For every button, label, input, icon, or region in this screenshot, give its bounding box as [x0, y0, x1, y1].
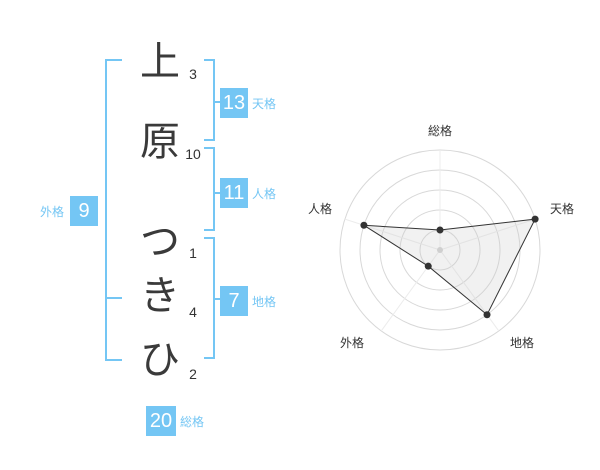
- tenkaku-value: 13: [220, 88, 248, 118]
- chikaku-value: 7: [220, 286, 248, 316]
- chikaku-label: 地格: [252, 294, 277, 309]
- brackets: [105, 59, 220, 361]
- jinkaku-bracket: [204, 147, 215, 231]
- radar-label-chikaku: 地格: [510, 336, 535, 350]
- name-char-2: 原: [140, 119, 180, 165]
- stroke-count-1: 3: [189, 66, 197, 82]
- radar-point-4: [424, 262, 432, 270]
- jinkaku-value: 11: [220, 178, 248, 208]
- radar-polygon: [363, 218, 536, 316]
- name-char-3: つ: [140, 219, 180, 265]
- outer-bracket: [105, 59, 122, 361]
- jinkaku-badge: 11 人格: [220, 178, 276, 208]
- radar-label-jinkaku: 人格: [308, 202, 333, 216]
- radar-series: [344, 150, 539, 332]
- radar-point-3: [483, 311, 491, 319]
- tenkaku-badge: 13 天格: [220, 88, 276, 118]
- stroke-count-5: 2: [189, 366, 197, 382]
- chikaku-badge: 7 地格: [220, 286, 276, 316]
- gaikaku-label: 外格: [40, 204, 65, 219]
- radar-center-dot: [437, 247, 443, 253]
- radar-point-1: [436, 226, 444, 234]
- stroke-count-4: 4: [189, 304, 197, 320]
- tenkaku-bracket: [204, 59, 215, 141]
- stroke-count-2: 10: [185, 146, 201, 162]
- soukaku-value: 20: [146, 406, 176, 436]
- radar-point-5: [360, 221, 368, 229]
- radar-label-gaikaku: 外格: [340, 336, 365, 350]
- soukaku-badge: 20 総格: [146, 406, 204, 436]
- tenkaku-label: 天格: [252, 96, 277, 111]
- gaikaku-badge: 外格 9: [40, 196, 99, 226]
- radar-label-tenkaku: 天格: [550, 202, 575, 216]
- gaikaku-value: 9: [70, 196, 99, 226]
- jinkaku-label: 人格: [252, 186, 277, 201]
- radar-spoke: [439, 218, 536, 251]
- radar-label-soukaku: 総格: [428, 124, 453, 138]
- stroke-count-3: 1: [189, 245, 197, 261]
- name-char-4: き: [140, 273, 180, 319]
- name-char-1: 上: [140, 39, 180, 85]
- soukaku-label: 総格: [180, 414, 205, 429]
- radar-point-2: [531, 215, 539, 223]
- chikaku-bracket: [204, 237, 215, 359]
- name-char-5: ひ: [140, 337, 180, 383]
